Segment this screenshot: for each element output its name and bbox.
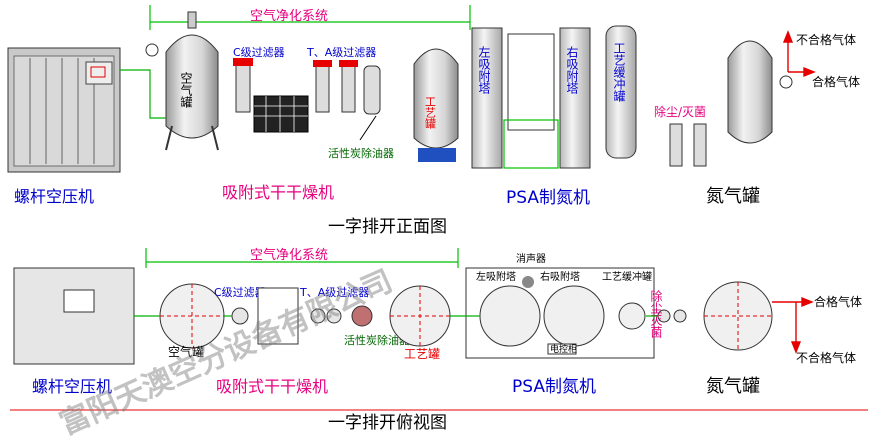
front-bad-gas-label: 不合格气体: [796, 32, 856, 47]
top-screw-compressor: [13, 267, 135, 365]
front-screw-compressor: [7, 47, 121, 173]
top-charcoal-remover: [351, 305, 373, 327]
top-control-box-label: 电控柜: [550, 343, 577, 355]
top-ta-filter-label: T、A级过滤器: [299, 286, 369, 299]
top-bad-gas-label: 不合格气体: [796, 350, 856, 365]
top-purification-bracket: [145, 248, 459, 268]
top-a-filter: [326, 308, 342, 324]
front-dryer: [253, 95, 309, 133]
top-c-filter-label: C级过滤器: [214, 286, 266, 299]
front-ta-filter-label: T、A级过滤器: [306, 46, 376, 59]
top-dust-label: 除尘灭菌: [649, 289, 663, 339]
top-t-filter: [310, 308, 326, 324]
front-psa-generator: [471, 25, 637, 169]
front-outlet-arrows: [782, 30, 816, 78]
front-main-pipe: [120, 69, 166, 119]
top-n2-caption: 氮气罐: [706, 376, 760, 397]
front-compressor-caption: 螺杆空压机: [14, 187, 94, 206]
top-dryer: [257, 287, 299, 345]
front-buffer-tank-label: 工艺缓冲罐: [612, 42, 626, 103]
front-purification-bracket: [149, 5, 471, 30]
top-muffler-label: 消声器: [516, 252, 546, 265]
front-c-filter: [233, 58, 253, 113]
top-air-tank-label: 空气罐: [168, 344, 204, 359]
front-charcoal-remover: [359, 65, 381, 141]
front-air-tank-label: 空气罐: [179, 72, 193, 109]
top-good-gas-label: 合格气体: [814, 294, 862, 309]
top-view: 空气净化系统 螺杆空压机 空气罐 C级过滤器 吸附式干干燥机 T、A级过滤器 活…: [10, 247, 868, 433]
top-left-tower-label: 左吸附塔: [476, 270, 516, 283]
front-view: 空气净化系统 螺杆空压机 空气罐 C级过滤器: [7, 5, 860, 237]
top-view-title: 一字排开俯视图: [328, 413, 447, 433]
front-nitrogen-tank: [727, 40, 793, 144]
top-dust-filter-2: [673, 309, 687, 323]
top-right-tower-label: 右吸附塔: [540, 270, 580, 283]
top-compressor-caption: 螺杆空压机: [32, 377, 112, 396]
top-outlet-arrows: [772, 296, 814, 354]
front-dust-label: 除尘/灭菌: [654, 104, 706, 119]
front-n2-caption: 氮气罐: [706, 186, 760, 207]
front-ta-filters: [313, 60, 358, 113]
front-process-tank-label: 工艺罐: [424, 96, 437, 130]
top-process-tank: [389, 285, 451, 347]
front-view-title: 一字排开正面图: [328, 217, 447, 237]
top-process-tank-label: 工艺罐: [404, 347, 440, 361]
top-buffer-tank-label: 工艺缓冲罐: [602, 270, 652, 283]
top-charcoal-label: 活性炭除油器: [344, 333, 410, 347]
top-air-tank: [159, 283, 225, 349]
front-process-tank: [413, 48, 459, 162]
front-psa-caption: PSA制氮机: [506, 188, 590, 208]
top-dryer-caption: 吸附式干干燥机: [216, 377, 328, 396]
front-good-gas-label: 合格气体: [812, 74, 860, 89]
top-psa-caption: PSA制氮机: [512, 377, 596, 397]
front-air-tank: [145, 11, 219, 151]
top-purification-label: 空气净化系统: [250, 247, 328, 263]
top-nitrogen-tank: [703, 281, 773, 351]
front-right-tower-label: 右吸附塔: [565, 45, 579, 95]
front-c-filter-label: C级过滤器: [233, 46, 285, 59]
front-dryer-caption: 吸附式干干燥机: [222, 183, 334, 202]
top-c-filter: [231, 307, 249, 325]
front-left-tower-label: 左吸附塔: [477, 45, 491, 95]
front-purification-label: 空气净化系统: [250, 8, 328, 24]
front-dust-filters: [669, 123, 707, 167]
top-psa-generator: [465, 267, 655, 359]
front-charcoal-label: 活性炭除油器: [328, 146, 394, 160]
